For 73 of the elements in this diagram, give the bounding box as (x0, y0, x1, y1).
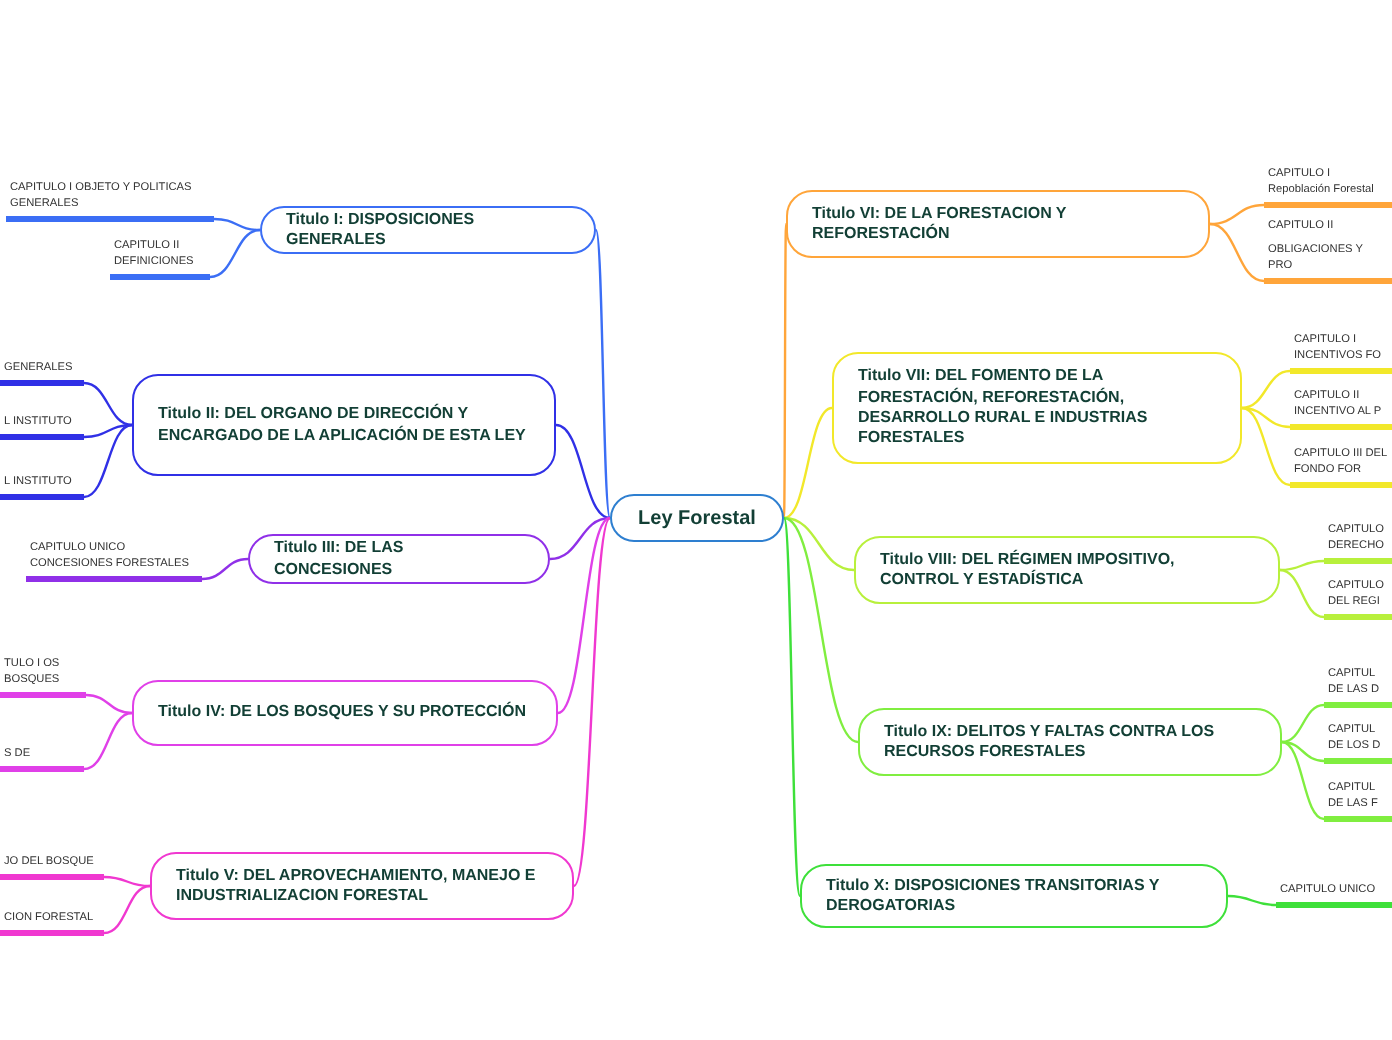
chapter-label (6, 176, 214, 222)
branch-line (1209, 203, 1265, 226)
topic-text: Titulo VII: DEL FOMENTO DE LA FORESTACIÓN, REFORESTACIÓN, DESARROLLO RURAL E INDUSTRIAS FORESTALES (858, 366, 1150, 450)
topic-text: Titulo X: DISPOSICIONES TRANSITORIAS Y DEROGATORIAS (826, 875, 1162, 917)
chapter-label (0, 908, 104, 936)
chapter-label (1264, 218, 1392, 284)
branch-line (783, 516, 859, 744)
topic-box (786, 190, 1210, 258)
branch-line (1281, 740, 1325, 821)
chapter-label (1290, 386, 1392, 430)
topic-text: Titulo II: DEL ORGANO DE DIRECCIÓN Y ENCARGADO DE LA APLICACIÓN DE ESTA LEY (158, 404, 528, 446)
central-topic-text: Ley Forestal (638, 505, 756, 531)
chapter-label (1324, 720, 1392, 764)
chapter-label (1324, 576, 1392, 620)
branch-line (201, 557, 249, 581)
branch-line (782, 223, 788, 519)
topic-text: Titulo V: DEL APROVECHAMIENTO, MANEJO E INDUSTRIALIZACION FORESTAL (176, 865, 538, 907)
chapter-label (1276, 880, 1392, 908)
chapter-label (26, 538, 202, 582)
chapter-label (1264, 166, 1392, 208)
branch-line (572, 517, 612, 887)
chapter-label (0, 652, 86, 698)
chapter-label (0, 412, 84, 440)
branch-line (1279, 568, 1325, 619)
branch-line (103, 875, 151, 888)
topic-box (132, 680, 558, 746)
topic-text: Titulo VI: DE LA FORESTACION Y REFORESTACIÓN (812, 203, 1069, 245)
chapter-label (0, 470, 84, 500)
branch-line (83, 711, 133, 771)
branch-line (213, 217, 261, 232)
branch-line (1241, 369, 1291, 410)
chapter-label (0, 356, 84, 386)
topic-box (260, 206, 596, 254)
branch-line (783, 406, 833, 520)
topic-text: Titulo IX: DELITOS Y FALTAS CONTRA LOS RECURSOS FORESTALES (884, 721, 1217, 763)
branch-line (594, 229, 612, 519)
branch-line (1209, 222, 1265, 283)
topic-text: Titulo I: DISPOSICIONES GENERALES (286, 209, 477, 251)
chapter-label (1290, 442, 1392, 488)
branch-line (557, 517, 611, 714)
branch-line (1279, 559, 1325, 572)
topic-text: Titulo IV: DE LOS BOSQUES Y SU PROTECCIÓN (158, 702, 527, 724)
branch-line (83, 381, 133, 427)
central-topic-box (610, 494, 784, 542)
branch-line (1281, 703, 1325, 744)
chapter-label (0, 852, 104, 880)
topic-text: Titulo III: DE LAS CONCESIONES (274, 538, 406, 580)
topic-text: Titulo VIII: DEL RÉGIMEN IMPOSITIVO, CONTROL Y ESTADÍSTICA (880, 549, 1177, 591)
topic-box (248, 534, 550, 584)
branch-line (83, 423, 133, 439)
branch-line (85, 693, 133, 715)
chapter-label (1324, 666, 1392, 708)
branch-line (209, 228, 261, 279)
branch-line (83, 423, 133, 499)
topic-box (132, 374, 556, 476)
topic-box (800, 864, 1228, 928)
chapter-label (1290, 328, 1392, 374)
chapter-label (1324, 776, 1392, 822)
branch-line (103, 884, 151, 935)
branch-line (1281, 740, 1325, 763)
chapter-label (1324, 518, 1392, 564)
topic-box (150, 852, 574, 920)
branch-line (1227, 894, 1277, 907)
topic-box (832, 352, 1242, 464)
branch-line (555, 423, 611, 520)
branch-line (1241, 406, 1291, 429)
branch-line (1241, 406, 1291, 487)
branch-line (549, 516, 611, 561)
branch-line (783, 516, 855, 572)
chapter-label (110, 234, 210, 280)
branch-line (782, 517, 802, 897)
topic-box (854, 536, 1280, 604)
topic-box (858, 708, 1282, 776)
